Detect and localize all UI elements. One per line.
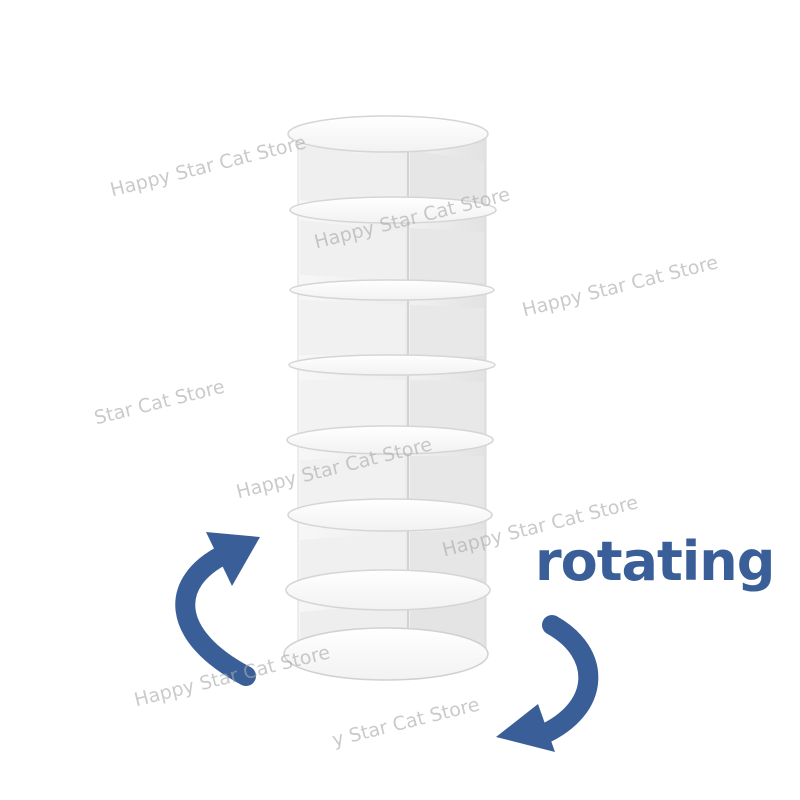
shelf-discs [283,115,497,681]
rotate-arrow-icon [175,532,260,686]
rotate-arrow-icon [496,615,599,752]
rotating-label: rotating [535,530,775,593]
